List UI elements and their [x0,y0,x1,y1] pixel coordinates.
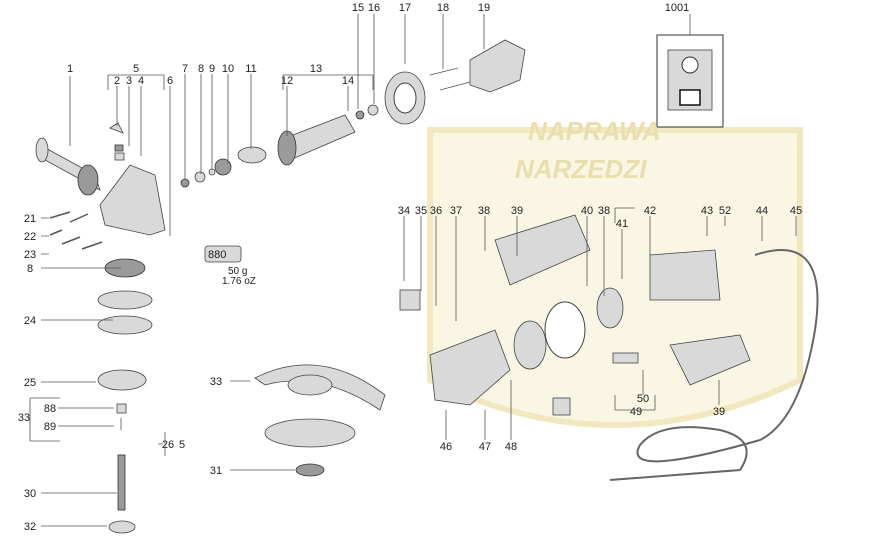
stator [469,39,526,93]
part-label-5: 5 [133,63,139,75]
part-label-32: 32 [24,521,36,533]
part-label-45: 45 [790,205,802,217]
part-label-5: 5 [179,439,185,451]
part-label-47: 47 [479,441,491,453]
part-label-46: 46 [440,441,452,453]
grease-weight-oz: 1.76 oZ [222,276,256,287]
parts [35,39,819,534]
part-label-42: 42 [644,205,656,217]
part-label-13: 13 [310,63,322,75]
part-label-33: 33 [18,412,30,424]
part-label-40: 40 [581,205,593,217]
part-label-8: 8 [27,263,33,275]
part-label-10: 10 [222,63,234,75]
part-label-9: 9 [209,63,215,75]
part-label-11: 11 [245,63,256,75]
grease-weight: 50 g [228,266,247,277]
rear-handle-top [494,214,591,286]
watermark-line-2: NARZEDZI [515,154,647,184]
grease-code: 880 [208,249,226,261]
part-label-25: 25 [24,377,36,389]
part-label-38: 38 [478,205,490,217]
part-label-19: 19 [478,2,490,14]
part-label-43: 43 [701,205,713,217]
part-label-34: 34 [398,205,410,217]
part-label-30: 30 [24,488,36,500]
part-label-14: 14 [342,75,354,87]
part-label-31: 31 [210,465,222,477]
part-label-41: 41 [616,218,628,230]
gear-housing [99,164,166,236]
part-label-22: 22 [24,231,36,243]
switch [649,249,721,301]
part-label-17: 17 [399,2,411,14]
watermark-line-1: NAPRAWA [528,116,661,146]
part-label-26: 26 [162,439,174,451]
part-label-4: 4 [138,75,144,87]
part-label-24: 24 [24,315,36,327]
part-label-35: 35 [415,205,427,217]
watermark-text: NAPRAWA NARZEDZI [515,116,661,184]
part-label-6: 6 [167,75,173,87]
part-label-1001: 1001 [665,2,689,14]
part-label-8: 8 [198,63,204,75]
part-label-39: 39 [713,406,725,418]
inset-1001 [656,14,724,128]
part-label-1: 1 [67,63,73,75]
part-label-37: 37 [450,205,462,217]
part-label-16: 16 [368,2,380,14]
part-label-88: 88 [44,403,56,415]
part-label-52: 52 [719,205,731,217]
part-label-23: 23 [24,249,36,261]
part-label-36: 36 [430,205,442,217]
part-label-44: 44 [756,205,768,217]
leader-lines [29,14,797,527]
part-label-3: 3 [126,75,132,87]
part-label-12: 12 [281,75,293,87]
part-label-48: 48 [505,441,517,453]
part-label-39: 39 [511,205,523,217]
rear-handle-bottom [669,334,751,386]
part-label-89: 89 [44,421,56,433]
part-label-18: 18 [437,2,449,14]
part-label-49: 49 [630,406,642,418]
part-label-21: 21 [24,213,36,225]
part-label-2: 2 [114,75,120,87]
grinding-disc [264,418,356,448]
part-label-7: 7 [182,63,188,75]
motor-housing [429,329,511,406]
part-label-50: 50 [637,393,649,405]
part-label-38: 38 [598,205,610,217]
part-label-15: 15 [352,2,364,14]
part-label-33: 33 [210,376,222,388]
